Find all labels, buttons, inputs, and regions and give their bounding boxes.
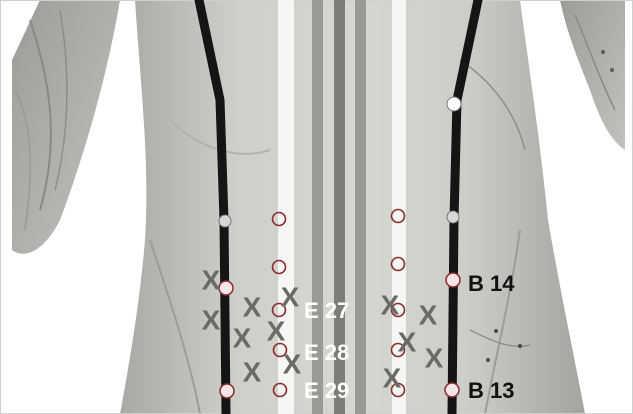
label-b13: B 13 <box>468 378 514 403</box>
label-b14: B 14 <box>468 271 515 296</box>
x-mark: X <box>281 282 300 313</box>
label-e27: E 27 <box>304 298 349 323</box>
x-mark: X <box>283 349 302 380</box>
x-mark: X <box>381 290 400 321</box>
x-mark: X <box>419 300 438 331</box>
point-left-b13-level <box>220 384 234 398</box>
x-mark: X <box>425 343 444 374</box>
point-right-upper <box>447 211 459 223</box>
x-mark: X <box>202 265 221 296</box>
x-mark: X <box>233 323 252 354</box>
label-e28: E 28 <box>304 340 349 365</box>
point-b14 <box>446 273 460 287</box>
x-mark: X <box>383 363 402 394</box>
point-b13 <box>445 383 459 397</box>
point-left-b14-level <box>219 281 233 295</box>
x-mark: X <box>202 305 221 336</box>
torso <box>120 0 585 414</box>
label-e29: E 29 <box>304 378 349 403</box>
x-mark: X <box>243 357 262 388</box>
point-right-top <box>447 97 461 111</box>
x-mark: X <box>243 292 262 323</box>
meridian-gray-right <box>355 0 366 414</box>
x-mark: X <box>398 327 417 358</box>
point-left-upper <box>219 215 231 227</box>
x-mark: X <box>267 316 286 347</box>
